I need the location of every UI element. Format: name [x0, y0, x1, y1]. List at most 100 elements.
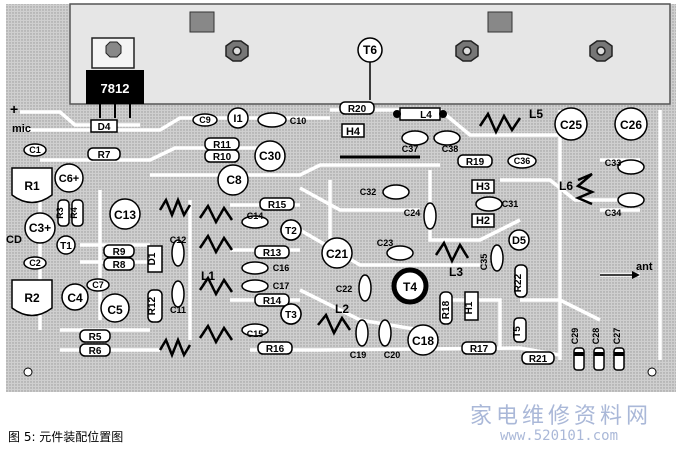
label-c7: C7 [92, 280, 104, 290]
h-coil-boxes [90, 119, 495, 321]
label-c32: C32 [360, 187, 377, 197]
pcb-labels: + mic CD ant [6, 101, 653, 273]
label-l2: L2 [335, 302, 349, 316]
label-c8: C8 [226, 173, 242, 187]
label-c26: C26 [620, 118, 642, 132]
label-c15: C15 [247, 329, 264, 339]
label-c9: C9 [199, 115, 211, 125]
label-l6: L6 [559, 179, 573, 193]
label-r11: R11 [213, 140, 231, 151]
label-c27: C27 [612, 328, 622, 345]
label-l1: L1 [201, 269, 215, 283]
label-t3: T3 [285, 310, 297, 321]
label-t2: T2 [285, 226, 297, 237]
label-c34: C34 [605, 208, 622, 218]
heatsink-clip [189, 11, 215, 33]
label-c5: C5 [107, 303, 123, 317]
watermark-url: www.520101.com [500, 428, 619, 444]
label-r3: R3 [55, 207, 65, 219]
label-r22: R22 [513, 273, 524, 292]
label-r6: R6 [89, 346, 102, 357]
label-r8: R8 [113, 260, 126, 271]
label-r17: R17 [470, 344, 489, 355]
label-h1: H1 [464, 301, 475, 314]
label-c11: C11 [170, 305, 186, 315]
label-c12: C12 [170, 235, 187, 245]
heatsink-clip-right [487, 11, 513, 33]
label-r15: R15 [268, 200, 287, 211]
pcb-layout: 7812 [6, 3, 676, 392]
label-c13: C13 [114, 208, 136, 222]
label-d1: D1 [147, 252, 158, 265]
label-c1: C1 [29, 145, 41, 155]
label-c4: C4 [67, 291, 83, 305]
label-c22: C22 [336, 284, 353, 294]
label-r2: R2 [24, 291, 40, 305]
label-h4: H4 [346, 126, 361, 138]
label-r21: R21 [529, 354, 548, 365]
label-r16: R16 [266, 344, 285, 355]
label-c23: C23 [377, 238, 394, 248]
label-c25: C25 [560, 118, 582, 132]
label-l5: L5 [529, 107, 543, 121]
l4-pad-left [393, 110, 401, 118]
label-c28: C28 [591, 328, 601, 345]
label-c3: C3+ [29, 221, 51, 235]
label-c17: C17 [273, 281, 290, 291]
label-r18: R18 [441, 300, 452, 319]
plus-label: + [10, 101, 18, 117]
label-c35: C35 [479, 254, 489, 271]
label-h3: H3 [476, 181, 490, 193]
l4-pad-right [439, 110, 447, 118]
label-c16: C16 [273, 263, 290, 273]
inductor-coils [158, 111, 596, 359]
label-r12: R12 [147, 296, 158, 315]
regulator-legs [99, 104, 131, 118]
label-l3: L3 [449, 265, 463, 279]
label-c30: C30 [259, 149, 281, 163]
label-t5: T5 [512, 326, 523, 338]
label-c20: C20 [384, 350, 401, 360]
label-c6: C6+ [59, 173, 80, 185]
ant-label: ant [636, 261, 653, 273]
label-c33: C33 [605, 158, 622, 168]
small-transistors [280, 219, 302, 325]
ant-arrow-head [632, 271, 640, 279]
label-c21: C21 [326, 247, 348, 261]
r1-body [11, 167, 53, 204]
mounting-holes [23, 367, 657, 377]
mic-label: mic [12, 123, 31, 135]
label-i1: I1 [233, 113, 242, 125]
label-c31: C31 [502, 199, 519, 209]
label-l4: L4 [420, 110, 432, 121]
t4-body [391, 267, 429, 305]
label-r20: R20 [348, 104, 367, 115]
label-r13: R13 [263, 248, 282, 259]
label-d5: D5 [512, 235, 526, 247]
label-r10: R10 [213, 152, 232, 163]
label-t4: T4 [403, 280, 417, 294]
label-r4: R4 [69, 207, 79, 219]
label-c2: C2 [29, 258, 41, 268]
label-r1: R1 [24, 179, 40, 193]
label-d4: D4 [98, 122, 111, 133]
label-h2: H2 [476, 215, 490, 227]
regulator-screw [105, 41, 122, 58]
label-r5: R5 [89, 332, 102, 343]
cd-label: CD [6, 234, 22, 246]
label-c18: C18 [412, 334, 434, 348]
label-c36: C36 [514, 156, 531, 166]
regulator-body [86, 70, 144, 104]
heatsink-screws [225, 40, 613, 62]
label-t6: T6 [363, 43, 377, 57]
t6-body [357, 37, 383, 63]
label-c19: C19 [350, 350, 367, 360]
label-c38: C38 [442, 144, 459, 154]
label-c10: C10 [290, 116, 307, 126]
regulator-label: 7812 [101, 81, 130, 96]
resistor-bodies [57, 101, 555, 365]
label-c24: C24 [404, 208, 421, 218]
round-components [24, 107, 648, 356]
